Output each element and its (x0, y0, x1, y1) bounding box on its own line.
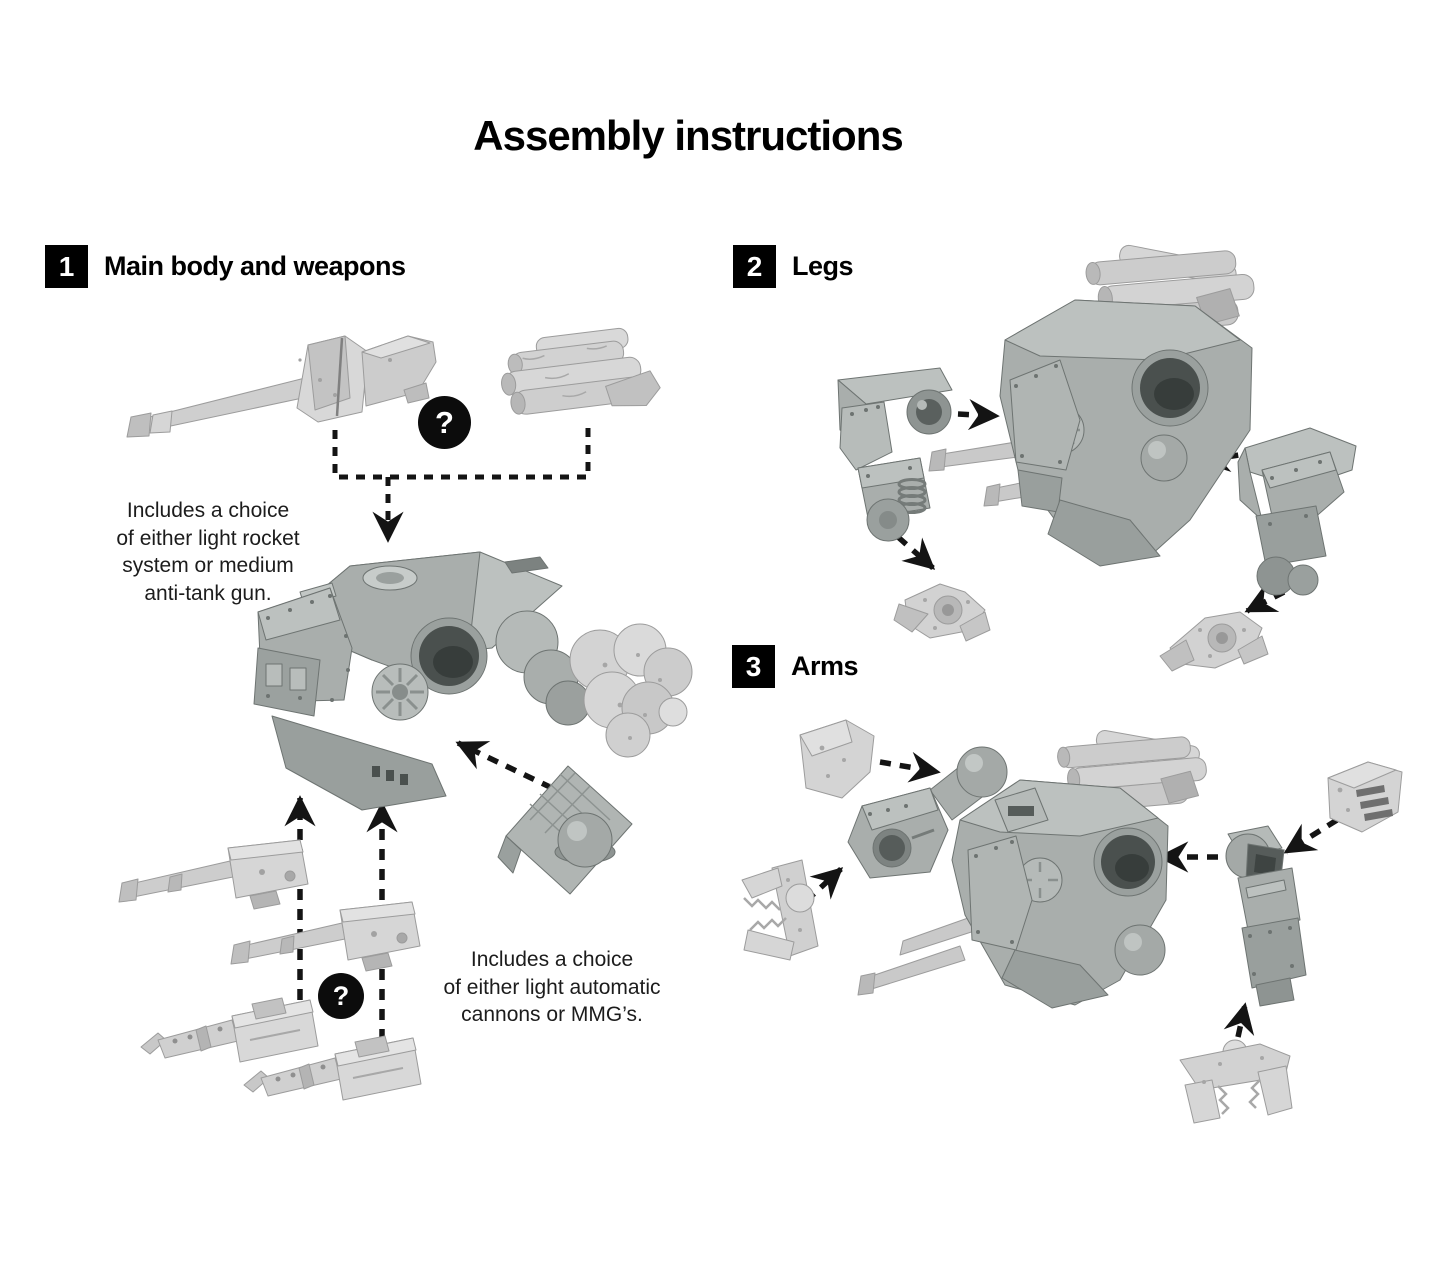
part-radiator-block (497, 765, 633, 895)
cannon-choice-note: Includes a choice of either light automa… (443, 948, 661, 1027)
vent-grille (372, 766, 408, 785)
arrow-radiator-to-body (455, 740, 554, 791)
part-engine-cluster (569, 623, 693, 758)
rivets (1248, 926, 1294, 976)
weapon-choice-connector (332, 420, 591, 480)
part-autocannon-1 (118, 839, 309, 910)
step2-number-badge: 2 (733, 245, 776, 288)
arrow-left-leg-to-foot (896, 534, 936, 571)
rocket-choice-note: Includes a choice of either light rocket… (116, 499, 300, 606)
part-right-arm (1225, 825, 1307, 1007)
step1-arrows (284, 420, 591, 1040)
rivets (1268, 460, 1322, 526)
casting-texture (923, 598, 970, 630)
part-rocket-pod (501, 327, 661, 415)
rivets (868, 804, 908, 816)
part-main-body (253, 551, 591, 811)
part-left-claw (741, 859, 819, 961)
turbine-spokes (376, 668, 424, 716)
rivets (974, 840, 1014, 944)
arrow-pad-to-right-arm (1283, 817, 1339, 855)
question-mark-icon: ? (318, 973, 364, 1019)
casting-texture (1202, 1056, 1264, 1084)
casting-texture (1198, 628, 1246, 658)
rivets (1014, 364, 1062, 464)
pad-slots (1356, 785, 1393, 821)
claw-serrations (749, 917, 787, 931)
casting-texture (819, 745, 846, 778)
step1-header: 1 Main body and weapons (45, 245, 406, 288)
casting-texture (602, 653, 662, 740)
step2-header: 2 Legs (733, 245, 854, 288)
question-mark-icon: ? (418, 396, 471, 449)
part-right-shoulder-plate (1327, 761, 1403, 833)
part-left-shoulder-plate (799, 719, 875, 799)
step3-number-badge: 3 (732, 645, 775, 688)
part-left-leg (837, 367, 953, 542)
page-title: Assembly instructions (473, 112, 903, 159)
step1-label: Main body and weapons (104, 251, 406, 281)
part-mmg-2 (243, 1035, 422, 1101)
claw-serrations (743, 897, 781, 911)
arrow-right-claw-to-arm (1223, 1002, 1255, 1038)
step3-header: 3 Arms (732, 645, 859, 688)
rivets (850, 405, 912, 478)
step1-number-badge: 1 (45, 245, 88, 288)
casting-texture (522, 345, 607, 398)
part-right-claw (1179, 1039, 1293, 1124)
casting-texture (786, 878, 802, 932)
part-walker-body-legs-step (928, 244, 1255, 567)
step2-label: Legs (792, 251, 854, 281)
part-autocannon-2 (230, 901, 421, 972)
casting-texture (298, 358, 392, 397)
part-right-foot (1159, 611, 1269, 672)
casting-texture (1337, 787, 1350, 812)
step3-label: Arms (791, 651, 859, 681)
claw-serrations (1217, 1085, 1230, 1115)
part-right-leg (1237, 427, 1357, 596)
part-anti-tank-gun (126, 335, 437, 438)
part-left-foot (893, 583, 991, 642)
rivets (266, 594, 350, 702)
part-left-arm (847, 746, 1008, 879)
part-walker-body-arms-step (857, 730, 1207, 1009)
part-mmg-1 (140, 997, 319, 1063)
arrow-pad-to-left-arm (879, 751, 941, 783)
claw-serrations (1248, 1079, 1261, 1109)
